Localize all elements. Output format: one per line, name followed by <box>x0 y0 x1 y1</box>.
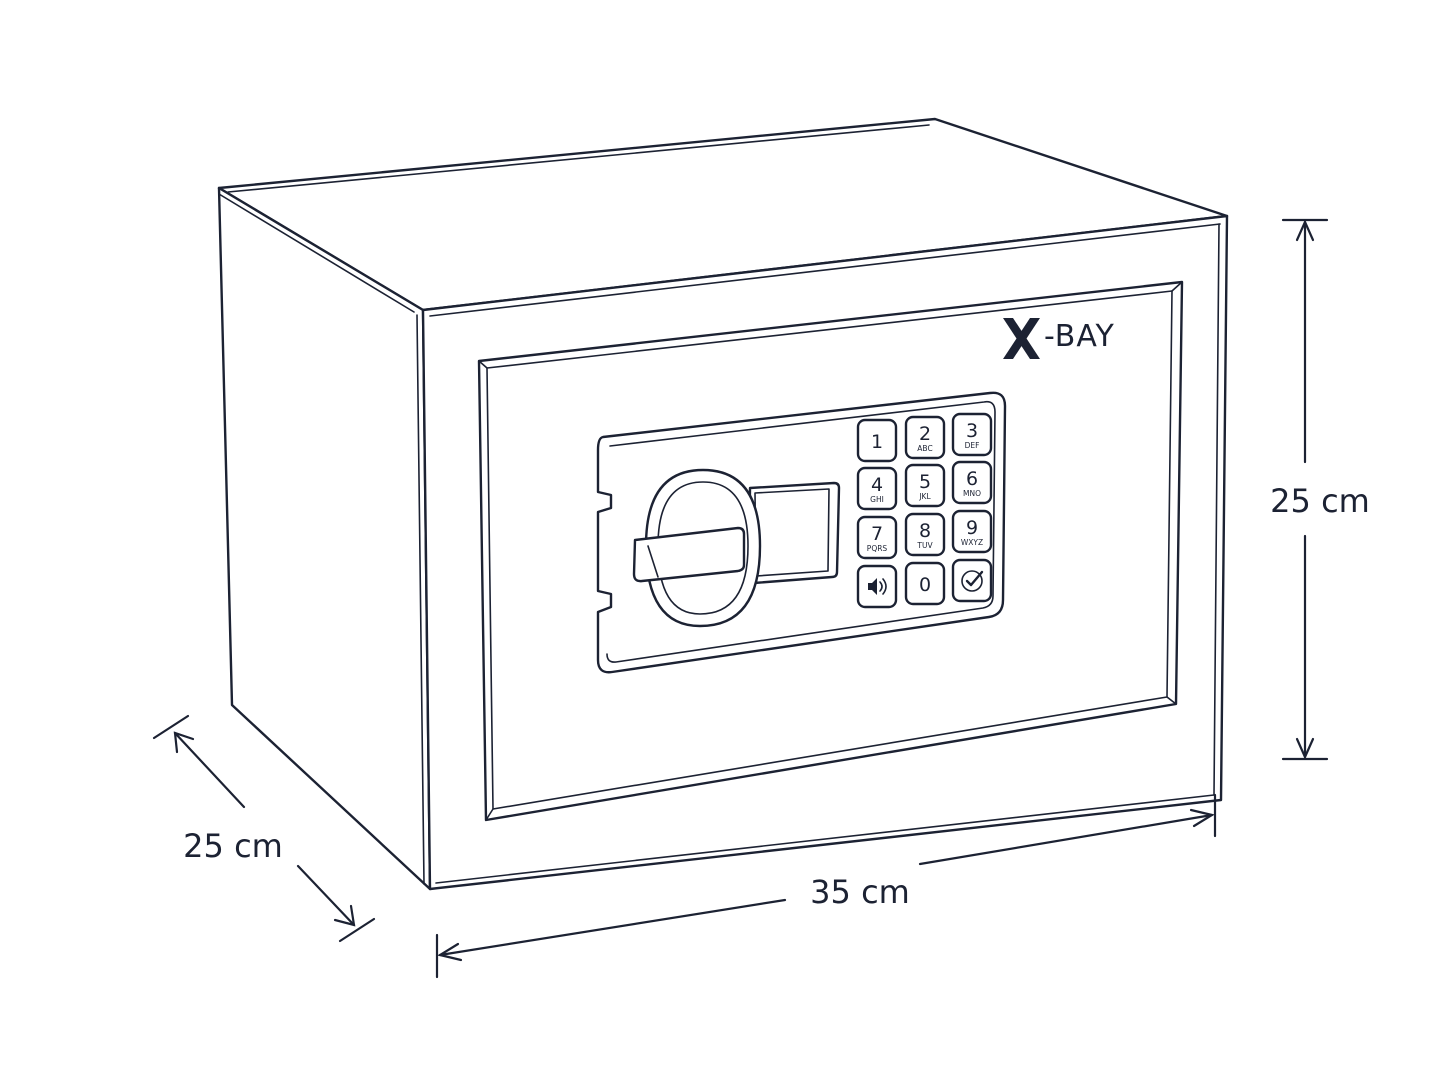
key-number: 7 <box>871 523 883 545</box>
key-number: 6 <box>966 468 978 490</box>
keypad-key-speaker[interactable] <box>856 564 898 609</box>
key-number: 0 <box>919 574 931 596</box>
key-letters: WXYZ <box>961 538 983 547</box>
brand-logo: -BAY <box>1003 318 1115 359</box>
check-icon <box>961 570 984 592</box>
safe-door <box>477 280 1184 822</box>
key-number: 8 <box>919 520 931 542</box>
key-number: 9 <box>966 517 978 539</box>
dimension-depth: 25 cm <box>152 714 376 943</box>
key-letters: GHI <box>870 495 884 504</box>
key-number: 3 <box>966 420 978 442</box>
keypad-key-check[interactable] <box>951 558 993 603</box>
key-letters: ABC <box>917 444 932 453</box>
width-label: 35 cm <box>810 873 910 911</box>
key-letters: MNO <box>963 489 981 498</box>
lock-knob[interactable] <box>632 468 762 628</box>
dimension-height: 25 cm <box>1270 218 1370 761</box>
key-letters: DEF <box>965 441 980 450</box>
keypad-key-0[interactable]: 0 <box>904 561 946 606</box>
key-letters: PQRS <box>867 544 888 553</box>
brand-name: -BAY <box>1044 319 1115 354</box>
keypad-key-1[interactable]: 1 <box>856 418 898 463</box>
key-letters: JKL <box>918 492 931 501</box>
key-letters: TUV <box>916 541 933 550</box>
depth-label: 25 cm <box>183 827 283 865</box>
dimension-width: 35 cm <box>435 793 1217 979</box>
speaker-icon <box>868 578 887 595</box>
key-number: 1 <box>871 431 883 453</box>
key-number: 5 <box>919 471 931 493</box>
key-number: 2 <box>919 423 931 445</box>
key-number: 4 <box>871 474 883 496</box>
knob-handle[interactable] <box>632 526 746 583</box>
height-label: 25 cm <box>1270 482 1370 520</box>
